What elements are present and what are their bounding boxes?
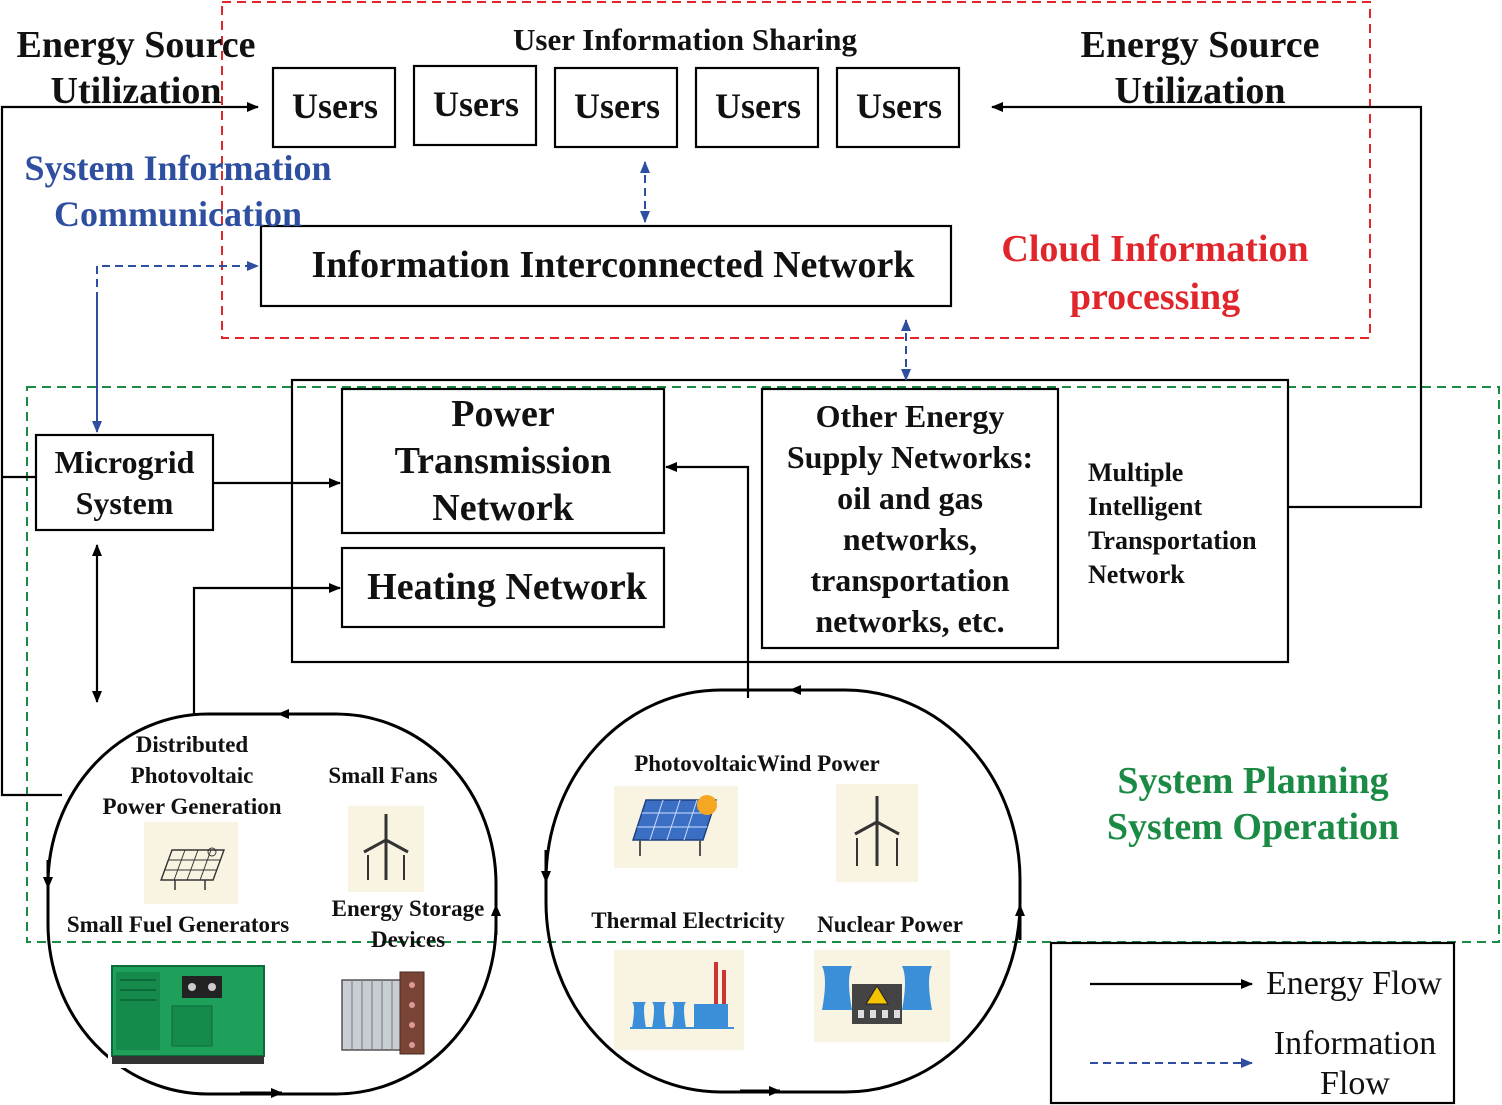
nuclear-plant-icon bbox=[814, 950, 950, 1042]
multiple-line2: Intelligent bbox=[1088, 492, 1203, 521]
user-box-5 bbox=[835, 66, 961, 149]
battery-storage-icon bbox=[334, 962, 430, 1060]
solar-panel-icon-large bbox=[614, 786, 738, 868]
small-fuel-label: Small Fuel Generators bbox=[66, 912, 290, 937]
wind-turbine-icon-small-fans bbox=[348, 806, 424, 892]
info-network-label: Information Interconnected Network bbox=[311, 244, 915, 286]
heating-network-box bbox=[340, 546, 666, 629]
energy-flow-left-outer bbox=[0, 102, 259, 797]
other-energy-line1: Other Energy bbox=[815, 398, 1005, 434]
power-transmission-line3: Network bbox=[432, 487, 574, 529]
wind-turbine-icon bbox=[836, 784, 918, 882]
distributed-pv-line2: Photovoltaic bbox=[130, 763, 254, 788]
power-transmission-line1: Power bbox=[451, 393, 555, 435]
solar-panel-icon bbox=[144, 822, 238, 904]
system-info-label-line2: Communication bbox=[53, 194, 302, 234]
planning-label-line2: System Operation bbox=[1106, 806, 1400, 848]
other-energy-line4: networks, bbox=[842, 521, 978, 557]
thermal-label: Thermal Electricity bbox=[591, 908, 785, 933]
user-box-2 bbox=[412, 64, 538, 147]
distributed-pv-line1: Distributed bbox=[135, 732, 249, 757]
user-box-1 bbox=[271, 66, 397, 149]
other-energy-line6: networks, etc. bbox=[815, 603, 1005, 639]
user-label-5: Users bbox=[856, 86, 942, 126]
microgrid-label-line2: System bbox=[75, 485, 174, 521]
planning-label-line1: System Planning bbox=[1117, 760, 1389, 802]
top-left-label-line2: Utilization bbox=[50, 70, 222, 112]
power-transmission-box bbox=[340, 387, 666, 535]
pv-wind-label: PhotovoltaicWind Power bbox=[634, 751, 880, 776]
storage-line1: Energy Storage bbox=[331, 896, 485, 921]
top-right-label-line1: Energy Source bbox=[1080, 24, 1320, 66]
other-energy-box bbox=[760, 387, 1060, 650]
energy-flow-cluster-heating bbox=[192, 583, 341, 714]
user-box-3 bbox=[553, 66, 679, 149]
small-fans-label: Small Fans bbox=[328, 763, 438, 788]
info-flow-microgrid-network bbox=[96, 261, 259, 430]
user-sharing-label: User Information Sharing bbox=[513, 22, 857, 57]
energy-flow-cluster-power bbox=[665, 462, 750, 698]
other-energy-line5: transportation bbox=[810, 562, 1010, 598]
nuclear-label: Nuclear Power bbox=[817, 912, 963, 937]
other-energy-line2: Supply Networks: bbox=[786, 439, 1034, 475]
top-right-label-line2: Utilization bbox=[1114, 70, 1286, 112]
storage-line2: Devices bbox=[370, 927, 446, 952]
fuel-generator-icon bbox=[108, 958, 270, 1068]
networks-container bbox=[290, 378, 1290, 664]
other-energy-line3: oil and gas bbox=[837, 480, 983, 516]
user-box-4 bbox=[694, 66, 820, 149]
legend-info-line2: Flow bbox=[1320, 1065, 1390, 1102]
energy-flow-right-outer bbox=[991, 102, 1423, 509]
power-transmission-line2: Transmission bbox=[394, 440, 612, 482]
cloud-label-line1: Cloud Information bbox=[1001, 228, 1309, 270]
planning-region-border bbox=[26, 386, 1500, 943]
multiple-line4: Network bbox=[1088, 560, 1185, 589]
user-label-4: Users bbox=[715, 86, 801, 126]
user-label-3: Users bbox=[574, 86, 660, 126]
microgrid-label-line1: Microgrid bbox=[54, 444, 195, 480]
system-info-label-line1: System Information bbox=[24, 148, 332, 188]
top-left-label-line1: Energy Source bbox=[16, 24, 256, 66]
cloud-region-border bbox=[221, 1, 1371, 339]
right-cluster-loop bbox=[544, 688, 1022, 1094]
multiple-line1: Multiple bbox=[1088, 458, 1184, 487]
legend-info-line1: Information bbox=[1273, 1025, 1437, 1062]
cloud-label-line2: processing bbox=[1069, 276, 1241, 318]
distributed-pv-line3: Power Generation bbox=[102, 794, 282, 819]
info-network-box bbox=[259, 224, 953, 308]
user-label-1: Users bbox=[292, 86, 378, 126]
heating-network-label: Heating Network bbox=[367, 566, 647, 608]
user-label-2: Users bbox=[433, 84, 519, 124]
microgrid-box bbox=[34, 433, 215, 532]
multiple-line3: Transportation bbox=[1088, 526, 1257, 555]
thermal-plant-icon bbox=[614, 950, 744, 1050]
legend-box bbox=[1049, 941, 1456, 1105]
legend-energy-label: Energy Flow bbox=[1266, 965, 1442, 1002]
